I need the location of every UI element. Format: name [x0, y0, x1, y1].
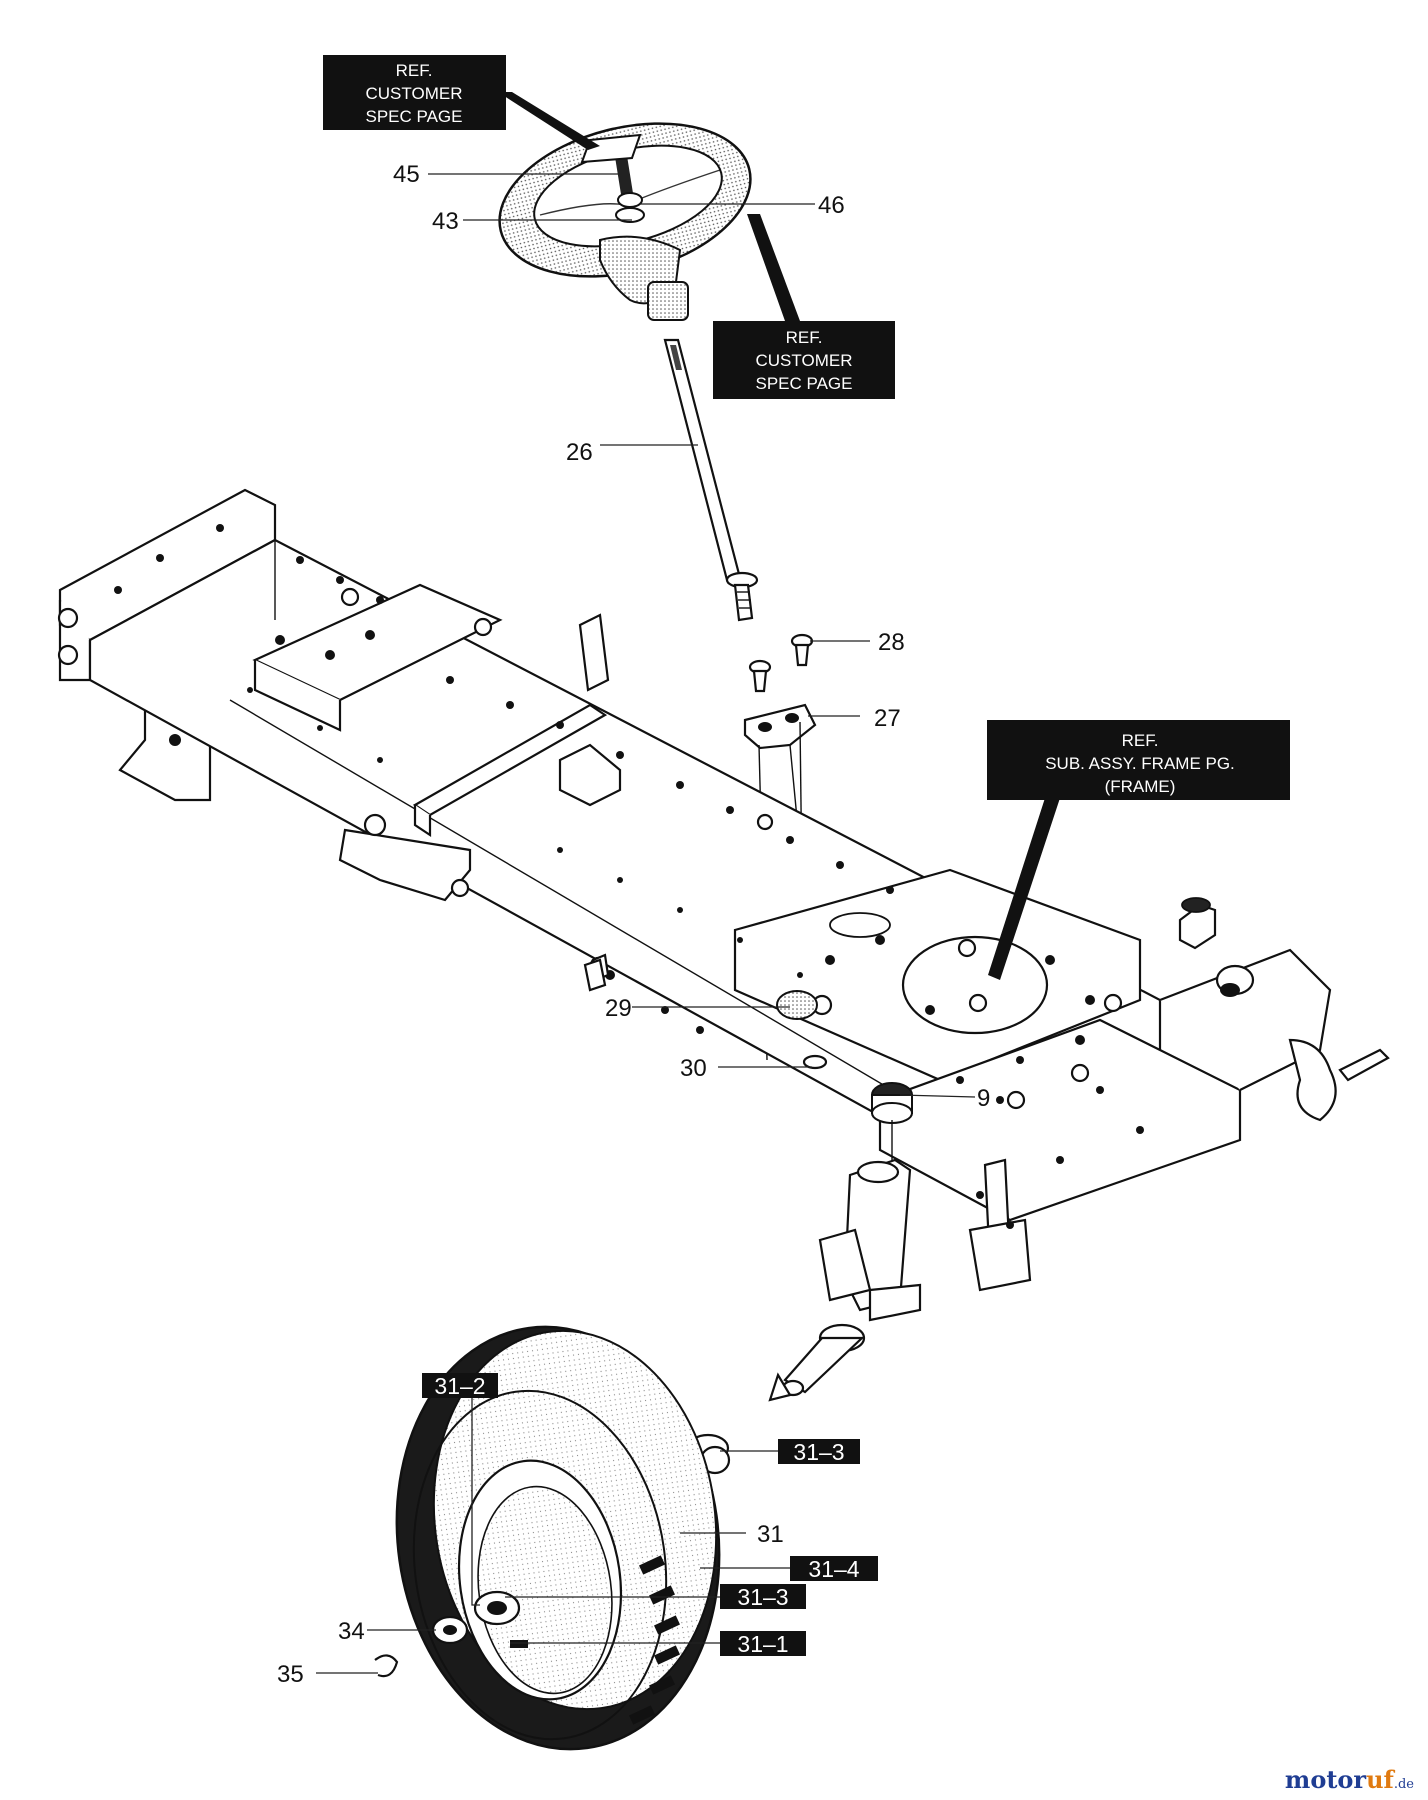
tractor-frame — [57, 488, 1390, 1322]
ref-box-3-line-3: (FRAME) — [1105, 777, 1176, 796]
svg-text:31–1: 31–1 — [737, 1631, 788, 1657]
ref-box-wheel-top: REF. CUSTOMER SPEC PAGE — [323, 55, 600, 150]
watermark-main: motor — [1284, 1765, 1367, 1794]
callout-35: 35 — [277, 1661, 304, 1688]
ref-box-frame: REF. SUB. ASSY. FRAME PG. (FRAME) — [987, 720, 1290, 980]
callout-45: 45 — [393, 161, 420, 188]
callout-28: 28 — [878, 629, 905, 656]
svg-text:31–2: 31–2 — [434, 1373, 485, 1399]
ref-box-1-line-1: REF. — [396, 61, 433, 80]
watermark-suffix: .de — [1393, 1777, 1414, 1792]
callout-34: 34 — [338, 1618, 365, 1645]
washer-and-clip — [374, 1615, 469, 1678]
ref-box-2-line-3: SPEC PAGE — [756, 374, 853, 393]
ref-box-3-line-1: REF. — [1122, 731, 1159, 750]
bolts — [748, 633, 814, 693]
svg-text:31–4: 31–4 — [808, 1556, 859, 1582]
ref-box-1-line-3: SPEC PAGE — [366, 107, 463, 126]
ref-box-2-line-2: CUSTOMER — [756, 351, 853, 370]
callout-9: 9 — [977, 1085, 990, 1112]
watermark-accent: uf — [1366, 1765, 1394, 1794]
tag-31-1: 31–1 — [720, 1631, 806, 1657]
callout-43: 43 — [432, 208, 459, 235]
tag-31-4: 31–4 — [790, 1556, 878, 1582]
callout-29: 29 — [605, 995, 632, 1022]
steering-bracket — [743, 703, 817, 750]
ref-box-2-line-1: REF. — [786, 328, 823, 347]
svg-text:31–3: 31–3 — [793, 1439, 844, 1465]
tag-31-3-lower: 31–3 — [720, 1584, 806, 1610]
steering-shaft — [663, 338, 759, 622]
ref-box-3-line-2: SUB. ASSY. FRAME PG. — [1045, 754, 1235, 773]
callout-27: 27 — [874, 705, 901, 732]
leader-lines — [316, 173, 976, 1674]
callout-26: 26 — [566, 439, 593, 466]
tag-31-3-upper: 31–3 — [778, 1439, 860, 1465]
axle-pin — [768, 1323, 866, 1402]
svg-text:31–3: 31–3 — [737, 1584, 788, 1610]
ref-box-1-line-2: CUSTOMER — [366, 84, 463, 103]
tag-31-2: 31–2 — [422, 1373, 498, 1399]
ref-box-wheel-column: REF. CUSTOMER SPEC PAGE — [713, 214, 895, 399]
front-wheel — [395, 1325, 721, 1751]
callout-31: 31 — [757, 1521, 784, 1548]
callout-30: 30 — [680, 1055, 707, 1082]
watermark-logo: motoruf.de — [1285, 1765, 1414, 1794]
steering-wheel — [498, 122, 752, 321]
callout-46: 46 — [818, 192, 845, 219]
